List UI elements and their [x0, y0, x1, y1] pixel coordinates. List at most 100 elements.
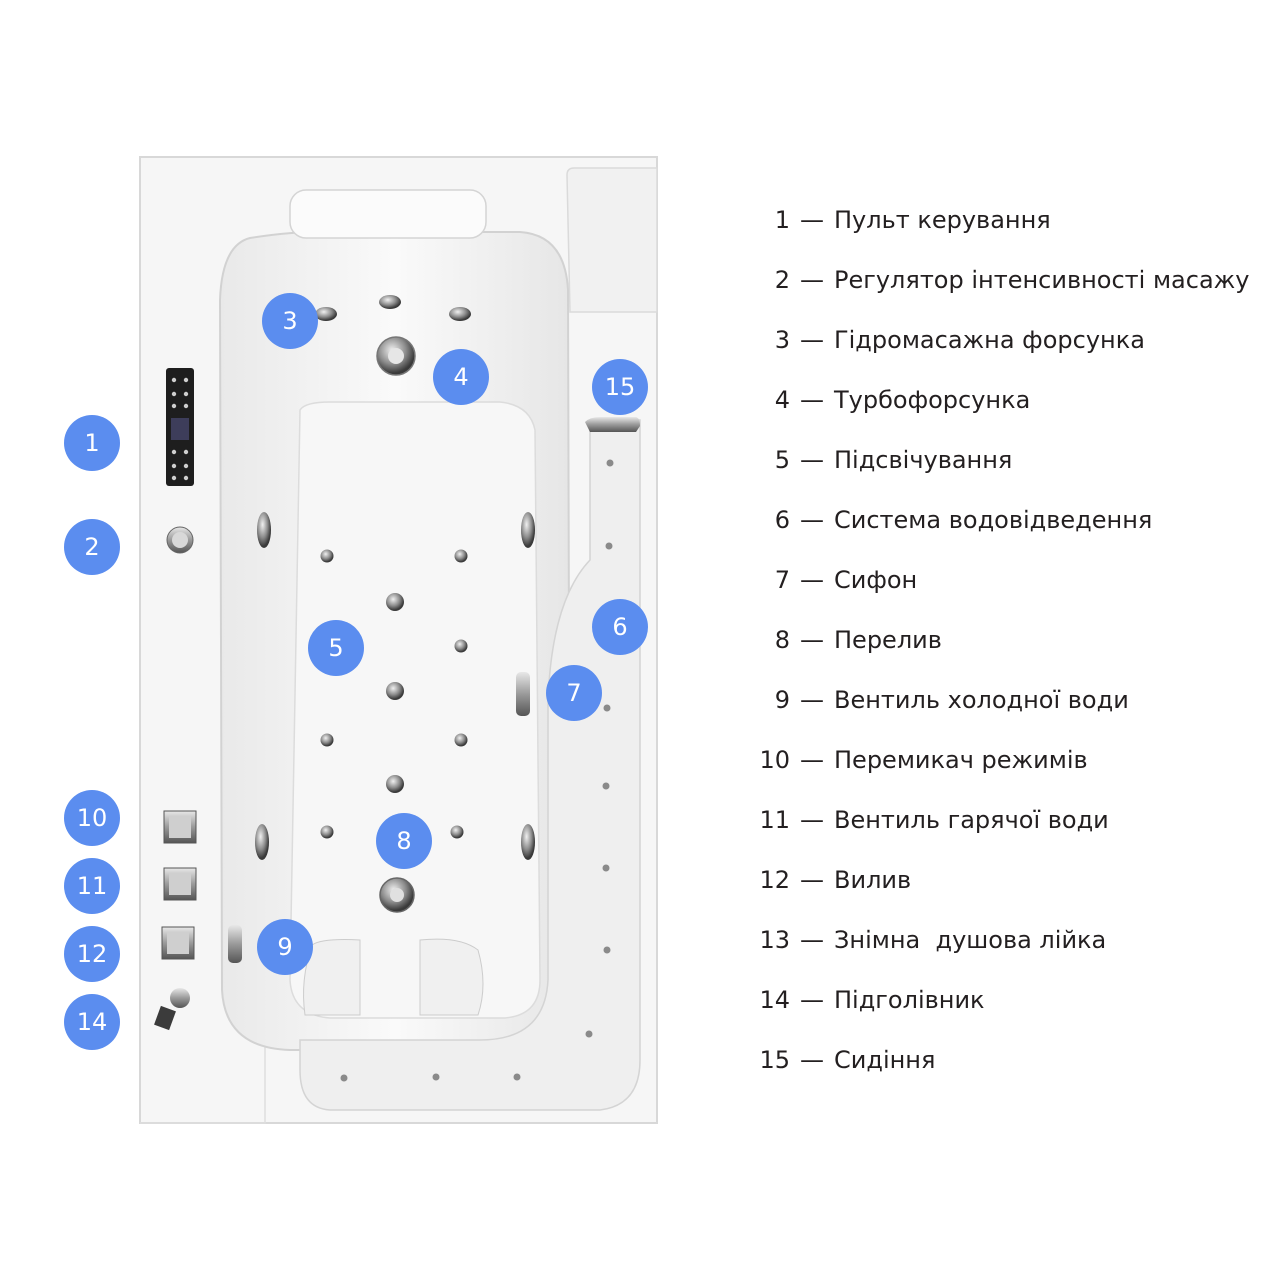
legend-label: Вилив [834, 866, 912, 894]
side-jet-icon [257, 512, 271, 548]
legend-number: 14 [759, 986, 790, 1014]
legend-label: Сифон [834, 566, 918, 594]
marker-8-label: 8 [396, 827, 411, 855]
marker-1-label: 1 [84, 429, 99, 457]
legend-label: Знімна душова лійка [834, 926, 1107, 954]
marker-6-label: 6 [612, 613, 627, 641]
bottom-jet-icon [454, 733, 468, 747]
jet-icon [449, 307, 471, 321]
legend-item: 2 — Регулятор інтенсивності масажу [745, 250, 1265, 310]
marker-15-label: 15 [605, 373, 636, 401]
shower-head [154, 1005, 176, 1031]
jet-icon [315, 307, 337, 321]
jet-icon [379, 295, 401, 309]
legend-dash: — [800, 446, 824, 474]
legend-number: 5 [774, 446, 790, 474]
marker-5 [308, 620, 364, 676]
marker-3 [262, 293, 318, 349]
cold-water-valve [228, 925, 242, 963]
headrest-pillow [289, 189, 487, 239]
marker-2 [64, 519, 120, 575]
legend-dash: — [800, 1046, 824, 1074]
legend-item: 6—Система водовідведення [745, 490, 1265, 550]
legend-item: 4 — Турбофорсунка [745, 370, 1265, 430]
marker-4 [433, 349, 489, 405]
tub-body [139, 156, 658, 1124]
mode-switch-face [169, 816, 191, 838]
legend-label: Перемикач режимів [834, 746, 1088, 774]
legend-number: 12 [759, 866, 790, 894]
legend-dash: — [800, 626, 824, 654]
legend-number: 4 [774, 386, 790, 414]
light-icon [386, 593, 404, 611]
legend: 1—Пульт керування 2—Регулятор інтенсивно… [745, 190, 1265, 1090]
air-jet-icon [606, 459, 614, 467]
control-panel-button [171, 403, 177, 409]
legend-label: Перелив [834, 626, 942, 654]
marker-6 [592, 599, 648, 655]
marker-12 [64, 926, 120, 982]
air-jet-icon [432, 1073, 440, 1081]
legend-item: 7—Сифон [745, 550, 1265, 610]
marker-14 [64, 994, 120, 1050]
control-panel-button [183, 449, 189, 455]
marker-3-label: 3 [282, 307, 297, 335]
legend-item: 10—Перемикач режимів [745, 730, 1265, 790]
control-panel-button [171, 377, 177, 383]
legend-label: Вентиль гарячої води [834, 806, 1109, 834]
legend-dash: — [800, 866, 824, 894]
legend-label: Регулятор інтенсивності масажу [834, 266, 1250, 294]
legend-number: 11 [759, 806, 790, 834]
legend-dash: — [800, 266, 824, 294]
marker-9 [257, 919, 313, 975]
legend-dash: — [800, 686, 824, 714]
basin-bottom [289, 401, 541, 1019]
legend-label: Пульт керування [834, 206, 1051, 234]
legend-item: 3—Гідромасажна форсунка [745, 310, 1265, 370]
marker-15 [592, 359, 648, 415]
legend-label: Гідромасажна форсунка [834, 326, 1145, 354]
bottom-jet-icon [320, 549, 334, 563]
overflow [516, 672, 530, 716]
tub-rim-left-step [140, 1040, 266, 1124]
control-panel-button [183, 391, 189, 397]
drain-center [390, 888, 404, 902]
markers: 1 2 3 4 5 6 7 8 9 10 11 12 14 15 [64, 293, 648, 1050]
side-jet-icon [521, 512, 535, 548]
legend-label: Вентиль холодної води [834, 686, 1129, 714]
marker-2-label: 2 [84, 533, 99, 561]
air-jet-icon [603, 946, 611, 954]
legend-item: 12 — Вилив [745, 850, 1265, 910]
legend-dash: — [800, 386, 824, 414]
legend-number: 2 [774, 266, 790, 294]
marker-7-label: 7 [566, 679, 581, 707]
bottom-jet-icon [320, 733, 334, 747]
marker-10 [64, 790, 120, 846]
seat [585, 417, 640, 432]
bottom-jet-icon [454, 639, 468, 653]
legend-dash: — [800, 326, 824, 354]
foot-pad-left [303, 939, 361, 1016]
marker-10-label: 10 [77, 804, 108, 832]
marker-8 [376, 813, 432, 869]
legend-number: 9 [774, 686, 790, 714]
spout-face [167, 932, 189, 954]
legend-label: Сидіння [834, 1046, 936, 1074]
legend-number: 8 [774, 626, 790, 654]
bottom-jet-icon [454, 549, 468, 563]
legend-number: 10 [759, 746, 790, 774]
jets [255, 295, 614, 1082]
seat-channel [299, 419, 641, 1111]
control-panel-button [171, 449, 177, 455]
legend-item: 1—Пульт керування [745, 190, 1265, 250]
control-panel-button [171, 391, 177, 397]
legend-number: 1 [774, 206, 790, 234]
side-jet-icon [521, 824, 535, 860]
legend-dash: — [800, 986, 824, 1014]
marker-7 [546, 665, 602, 721]
legend-item: 11—Вентиль гарячої води [745, 790, 1265, 850]
legend-label: Турбофорсунка [834, 386, 1031, 414]
legend-dash: — [800, 926, 824, 954]
control-panel-button [183, 463, 189, 469]
bottom-jet-icon [320, 825, 334, 839]
